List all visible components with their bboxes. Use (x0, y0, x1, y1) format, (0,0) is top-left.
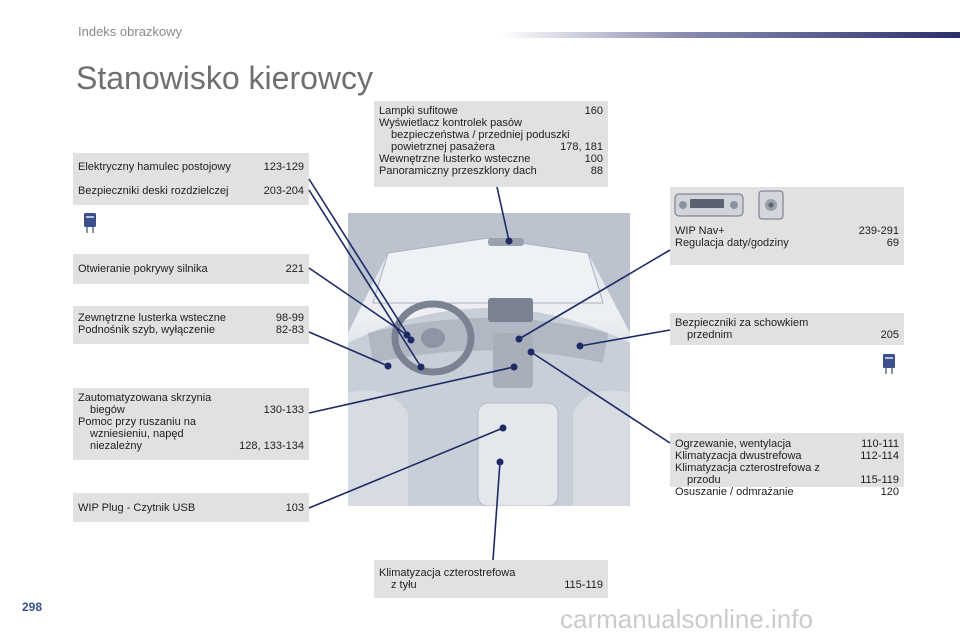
box-row: Wyświetlacz kontrolek pasów (379, 117, 522, 129)
car-interior-drawing (348, 213, 630, 506)
callout-dot (505, 237, 513, 245)
callout-dot (527, 348, 535, 356)
dashboard-illustration (348, 213, 630, 506)
leader-line-mirrors (308, 331, 389, 367)
leader-line-lights (496, 186, 510, 242)
box-row: Klimatyzacja czterostrefowa z (675, 462, 820, 474)
callout-dot (496, 458, 504, 466)
header-bar (500, 32, 960, 38)
leader-line-usb (308, 427, 504, 509)
leader-line-glovebox (579, 329, 671, 347)
callout-dot (384, 362, 392, 370)
callout-dot (510, 363, 518, 371)
fuse-icon (84, 213, 96, 233)
page-number: 298 (22, 600, 43, 614)
leader-line-bonnet (308, 267, 408, 336)
leader-line-gearbox (308, 366, 515, 414)
watermark: carmanualsonline.info (560, 604, 813, 634)
box-row: Bezpieczniki za schowkiem (675, 317, 809, 329)
callout-dot (576, 342, 584, 350)
leader-line-nav (518, 249, 671, 340)
callout-dot (499, 424, 507, 432)
box-row: bezpieczeństwa / przedniej poduszki (391, 129, 570, 141)
section-title: Indeks obrazkowy (78, 24, 183, 39)
leader-line-rear-ac (492, 461, 501, 561)
fuse-icon (883, 354, 895, 374)
leader-line-fuses (308, 189, 422, 368)
leader-line-heating (530, 351, 671, 444)
callout-dot (515, 335, 523, 343)
box-row: wzniesieniu, napęd (90, 428, 184, 440)
callout-dot (403, 331, 411, 339)
control-pad-icon (758, 190, 784, 220)
nav-unit-icon (674, 193, 744, 217)
callout-dot (407, 336, 415, 344)
box-row: Pomoc przy ruszaniu na (78, 416, 196, 428)
callout-dot (417, 363, 425, 371)
box-row: WIP Nav+239-291 (675, 225, 899, 237)
box-row: Klimatyzacja czterostrefowa (379, 567, 516, 579)
box-row: Zautomatyzowana skrzynia (78, 392, 212, 404)
page-title: Stanowisko kierowcy (76, 60, 373, 96)
leader-line-brake (308, 178, 412, 341)
